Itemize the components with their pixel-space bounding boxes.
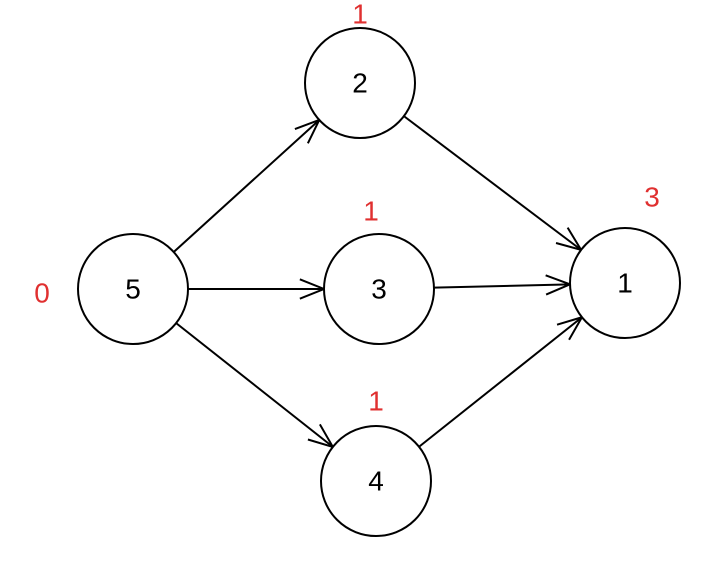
node-weight-label: 1 xyxy=(352,0,368,30)
edges-layer xyxy=(173,115,585,449)
edge-5-to-2 xyxy=(173,118,322,253)
node-label: 3 xyxy=(371,274,387,305)
edge-5-to-3 xyxy=(188,278,327,300)
node-weight-label: 1 xyxy=(363,196,379,227)
node-circle xyxy=(569,227,681,339)
node-label: 2 xyxy=(352,68,368,99)
node-label: 4 xyxy=(368,466,384,497)
edge-line xyxy=(418,316,583,448)
node-2: 21 xyxy=(304,0,416,139)
node-weight-label: 3 xyxy=(644,182,660,213)
node-weight-label: 1 xyxy=(368,386,384,417)
edge-line xyxy=(433,283,571,289)
node-circle xyxy=(323,233,435,345)
node-label: 5 xyxy=(125,274,141,305)
edge-5-to-4 xyxy=(175,322,335,449)
edge-2-to-1 xyxy=(403,115,584,252)
edge-line xyxy=(175,322,334,448)
edge-3-to-1 xyxy=(433,274,573,296)
edge-line xyxy=(173,119,320,253)
node-label: 1 xyxy=(617,268,633,299)
node-1: 13 xyxy=(569,182,681,339)
node-4: 41 xyxy=(320,386,432,537)
node-circle xyxy=(77,233,189,345)
node-circle xyxy=(304,27,416,139)
node-circle xyxy=(320,425,432,537)
edge-4-to-1 xyxy=(418,315,585,448)
node-weight-label: 0 xyxy=(34,278,50,309)
node-3: 31 xyxy=(323,196,435,345)
node-5: 50 xyxy=(34,233,189,345)
edge-line xyxy=(403,115,582,251)
